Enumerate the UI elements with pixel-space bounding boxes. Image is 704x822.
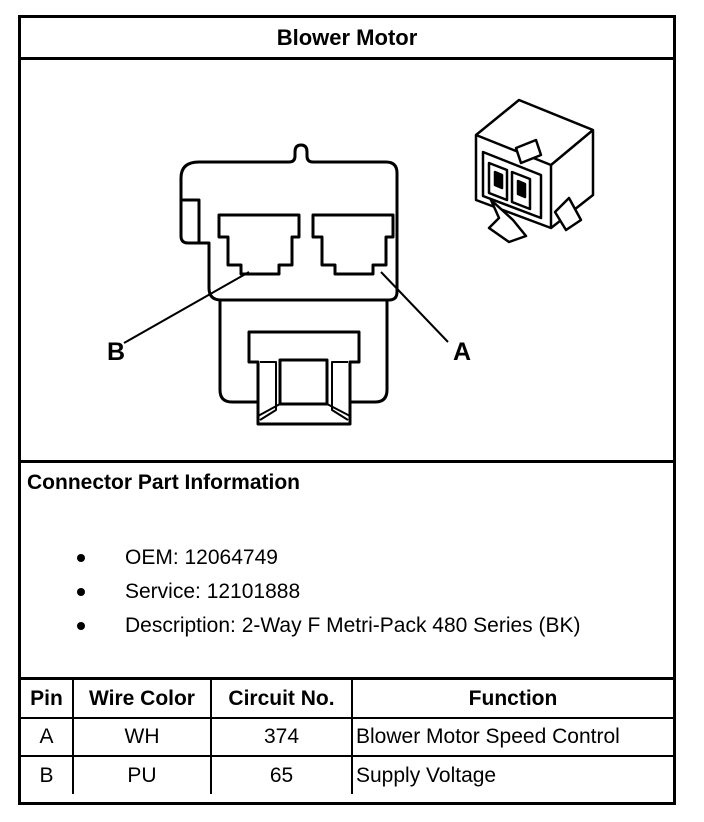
pin-table: Pin Wire Color Circuit No. Function A WH… <box>21 680 673 794</box>
header-wire-color: Wire Color <box>72 680 212 719</box>
cell-pin: A <box>21 717 74 757</box>
connector-description: Description: 2-Way F Metri-Pack 480 Seri… <box>125 614 581 637</box>
connector-3d-view <box>474 98 595 244</box>
leader-line-a <box>380 271 449 343</box>
table-row: B PU 65 Supply Voltage <box>21 755 673 794</box>
table-header-row: Pin Wire Color Circuit No. Function <box>21 680 673 719</box>
oem-number: OEM: 12064749 <box>125 546 278 569</box>
info-heading: Connector Part Information <box>27 471 301 494</box>
header-function: Function <box>351 680 673 719</box>
connector-figure: B A <box>21 60 673 463</box>
connector-diagram: B A <box>107 98 595 426</box>
leader-line-b <box>123 271 250 344</box>
housing-side-tab <box>181 198 201 243</box>
service-number: Service: 12101888 <box>125 580 301 603</box>
bullet-icon <box>77 622 85 630</box>
cell-circuit-no: 65 <box>210 755 353 794</box>
header-pin: Pin <box>21 680 74 719</box>
pin-label-b: B <box>107 338 125 366</box>
connector-part-info: Connector Part Information OEM: 12064749… <box>21 463 673 680</box>
header-circuit-no: Circuit No. <box>210 680 353 719</box>
cell-wire-color: WH <box>72 717 212 757</box>
pin-label-a: A <box>453 338 471 366</box>
cell-function: Blower Motor Speed Control <box>351 717 673 757</box>
terminal-cavity-a <box>311 213 395 276</box>
cell-function: Supply Voltage <box>351 755 673 794</box>
cell-circuit-no: 374 <box>210 717 353 757</box>
cell-pin: B <box>21 755 74 794</box>
cell-wire-color: PU <box>72 755 212 794</box>
latch-inner-window <box>278 358 329 406</box>
connector-sheet: Blower Motor <box>18 15 676 805</box>
bullet-icon <box>77 588 85 596</box>
table-row: A WH 374 Blower Motor Speed Control <box>21 717 673 757</box>
bullet-icon <box>77 554 85 562</box>
connector-title: Blower Motor <box>21 18 673 60</box>
terminal-cavity-b <box>217 213 301 276</box>
